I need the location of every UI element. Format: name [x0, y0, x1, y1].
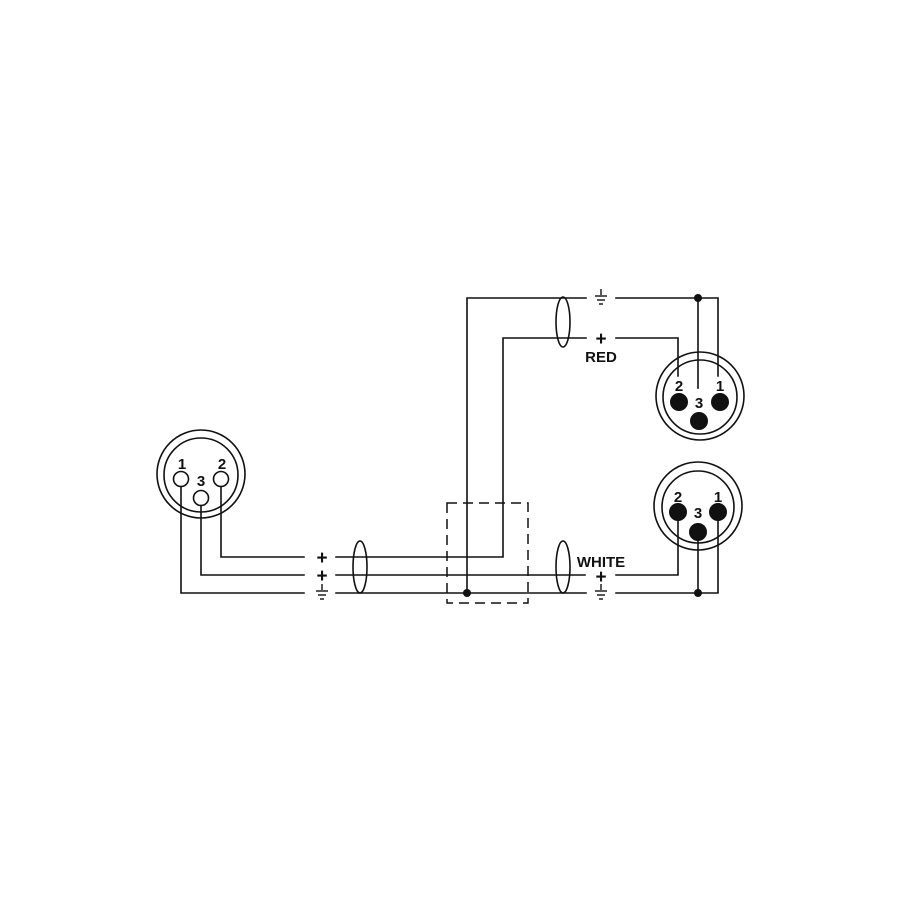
right-top-pin-2-wire: [615, 337, 679, 377]
white-cable-plus: +: [595, 567, 606, 588]
red-cable-color-label: RED: [585, 349, 617, 366]
left-cable-shield-icon: [352, 540, 368, 594]
right-top-ground-junction-dot: [694, 294, 702, 302]
red-signal-wire: [335, 337, 587, 558]
right-bottom-pin-1-wire: [615, 519, 719, 594]
right-top-pin-3: [690, 412, 708, 430]
left-pin-2-label: 2: [218, 456, 226, 473]
right-bottom-pin-2-wire: [615, 519, 679, 576]
splitter-box: [446, 502, 529, 604]
right-top-pin-1-wire: [615, 297, 719, 377]
left-connector-pin-2: [212, 470, 230, 488]
red-cable-shield-icon: [555, 296, 571, 348]
left-connector-pin-3: [192, 489, 210, 507]
right-bottom-connector: 2 1 3: [653, 461, 743, 551]
right-bottom-pin-3-label: 3: [694, 505, 702, 522]
left-pin-1-label: 1: [178, 456, 186, 473]
right-top-pin-1: [711, 393, 729, 411]
left-connector-wires: [180, 485, 305, 594]
right-bottom-wires: [615, 519, 719, 597]
left-pin-3-wire: [200, 504, 305, 576]
right-top-wires: [615, 294, 719, 389]
right-top-connector: 2 1 3: [655, 351, 745, 441]
red-ground-wire: [466, 297, 587, 594]
right-bottom-ground-junction-dot: [694, 589, 702, 597]
right-top-pin-2: [670, 393, 688, 411]
right-bottom-pin-2-label: 2: [674, 489, 682, 506]
ground-icon: [316, 584, 328, 600]
left-cable-plus-1: +: [316, 548, 327, 569]
right-top-pin-3-label: 3: [695, 395, 703, 412]
left-pin-1-wire: [180, 485, 305, 594]
white-cable-color-label: WHITE: [577, 554, 625, 571]
right-top-pin-1-label: 1: [716, 378, 724, 395]
right-top-connector-outer-ring: [655, 351, 745, 441]
right-bottom-pin-1-label: 1: [714, 489, 722, 506]
right-bottom-pin-3: [689, 523, 707, 541]
red-cable-labels: + RED: [585, 289, 617, 366]
right-bottom-pin-1: [709, 503, 727, 521]
right-top-pin-2-label: 2: [675, 378, 683, 395]
left-pin-3-label: 3: [197, 473, 205, 490]
left-cable-labels: + +: [316, 548, 328, 600]
ground-junction-dot: [463, 589, 471, 597]
right-bottom-pin-2: [669, 503, 687, 521]
ground-icon: [595, 584, 607, 600]
left-connector-pin-1: [172, 470, 190, 488]
splitter-wires: [335, 297, 587, 597]
ground-icon: [595, 289, 607, 305]
left-pin-2-wire: [220, 485, 305, 558]
left-cable-plus-2: +: [316, 566, 327, 587]
white-cable-labels: WHITE +: [577, 554, 625, 600]
red-cable-plus: +: [595, 329, 606, 350]
white-cable-shield-icon: [555, 540, 571, 594]
right-top-connector-inner-ring: [662, 359, 738, 435]
